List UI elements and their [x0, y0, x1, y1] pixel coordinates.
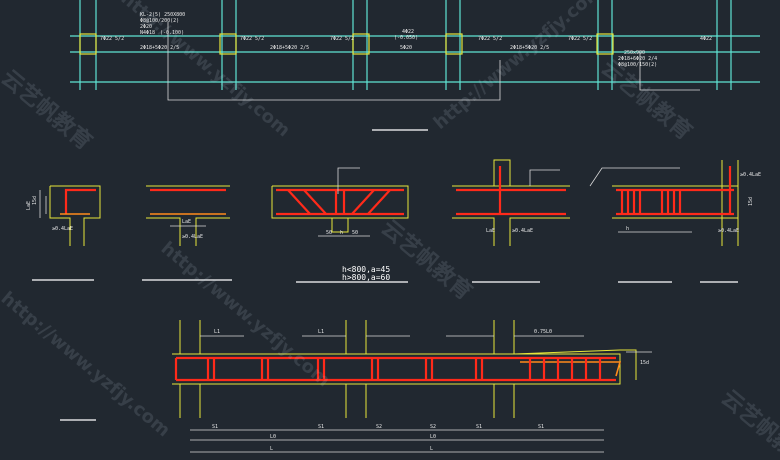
rebar-label: 7Φ22 5/2 [240, 36, 264, 42]
rebar-top [64, 188, 96, 214]
bent-bar [351, 189, 375, 215]
leader-line [167, 22, 501, 101]
column-box [445, 33, 463, 55]
leader-line [639, 52, 700, 91]
rebar-label: 7Φ22 5/2 [100, 36, 124, 42]
dim-label: L0 [270, 434, 276, 440]
watermark: 云艺帆教育 [716, 385, 780, 460]
section-outline [509, 217, 570, 246]
rebar-cantilever [520, 361, 622, 377]
section-outline [146, 217, 181, 246]
beam-label: 2Φ18+6Φ20 2/4 [618, 56, 657, 62]
dim-label: S1 [476, 424, 482, 430]
bent-bar [287, 189, 311, 215]
column-box [352, 33, 370, 55]
dim-label: S2 [430, 424, 436, 430]
beam-label: Φ8@100/150(2) [618, 62, 657, 68]
dim-label: S1 [318, 424, 324, 430]
section-outline [195, 217, 230, 246]
dim-label: L1 [214, 329, 220, 335]
dim-label: ≥0.4LaE [718, 228, 739, 234]
watermark: http://www.yzfjy.com [430, 0, 607, 134]
elevation-label: (-0.050) [394, 35, 418, 41]
angle-note-1: h<800,a=45 [342, 265, 390, 274]
dim-label: L1 [318, 329, 324, 335]
rebar-label: 4Φ22 [402, 29, 414, 35]
angle-note-2: h>800,a=60 [342, 273, 390, 282]
beam-label: Φ8@100/200(2) [140, 18, 179, 24]
section-detail-4: LaE ≥0.4LaE [452, 159, 570, 283]
beam-label: 250x900 [624, 50, 645, 56]
section-outline [49, 186, 71, 246]
top-plan-view: KL-2(5) 250X800 Φ8@100/200(2) 2Φ20 N4Φ18… [70, 0, 760, 131]
rebar-label: 7Φ22 5/2 [568, 36, 592, 42]
bent-bar [303, 189, 327, 215]
cantilever-outline [513, 349, 637, 380]
rebar-label: 2Φ18+5Φ20 2/5 [510, 45, 549, 51]
section-outline [452, 217, 495, 246]
column-box [596, 33, 614, 55]
beam-label: KL-2(5) 250X800 [140, 12, 185, 18]
dim-label: L [430, 446, 433, 452]
rebar-label: 7Φ22 5/2 [330, 36, 354, 42]
watermark: http://www.yzfjy.com [117, 0, 294, 141]
watermark: http://www.yzfjy.com [157, 238, 334, 391]
beam-label: N4Φ18 [140, 30, 155, 36]
column-box [79, 33, 97, 55]
dim-label: 15d [32, 196, 38, 205]
dim-label: S1 [538, 424, 544, 430]
section-detail-1: LaE 15d ≥0.4LaE [26, 185, 101, 281]
dim-label: LaE [182, 219, 191, 225]
leader-line [529, 169, 560, 186]
dim-label: ≥0.4LaE [512, 228, 533, 234]
dim-label: ≥0.4LaE [52, 226, 73, 232]
rebar-label: 4Φ22 [700, 36, 712, 42]
rebar-label: 5Φ20 [400, 45, 412, 51]
section-outline [271, 185, 409, 219]
section-outline [50, 185, 101, 246]
dim-label: L0 [430, 434, 436, 440]
watermark: 云艺帆教育 [376, 215, 477, 306]
rebar-label: 7Φ22 5/2 [478, 36, 502, 42]
beam-label: (-0.100) [160, 30, 184, 36]
rebar-label: 2Φ18+5Φ20 2/5 [270, 45, 309, 51]
dim-label: ≥0.4LaE [740, 172, 761, 178]
dim-label: 50 [352, 230, 358, 236]
dim-label: ≥0.4LaE [182, 234, 203, 240]
leader-line [589, 167, 680, 187]
long-beam-elevation: L1 L1 0.75L0 15d S1 S1 S2 S2 S1 S1 L0 L0… [172, 320, 652, 453]
dim-label: S2 [376, 424, 382, 430]
watermark: 云艺帆教育 [596, 55, 697, 146]
section-detail-3: 50 h 50 h<800,a=45 h>800,a=60 [271, 167, 409, 283]
dim-label: LaE [486, 228, 495, 234]
section-detail-2: LaE ≥0.4LaE [142, 185, 232, 281]
section-detail-5: h ≥0.4LaE ≥0.4LaE 15d [589, 160, 761, 283]
dim-label: h [340, 230, 343, 236]
column-box [219, 33, 237, 55]
dim-label: S1 [212, 424, 218, 430]
beam-outline [172, 353, 621, 385]
dim-label: 15d [748, 197, 754, 206]
dim-label: 15d [640, 360, 649, 366]
beam-label: 2Φ20 [140, 24, 152, 30]
dim-label: h [626, 226, 629, 232]
dim-label: 50 [326, 230, 332, 236]
dim-label: L [270, 446, 273, 452]
section-outline [493, 159, 511, 186]
rebar-label: 2Φ18+5Φ20 2/5 [140, 45, 179, 51]
watermark: http://www.yzfjy.com [0, 288, 174, 441]
section-outline [331, 218, 349, 233]
dim-label: LaE [26, 201, 32, 210]
leader-line [337, 167, 360, 194]
dim-label: 0.75L0 [534, 329, 552, 335]
bent-bar [367, 189, 391, 215]
watermark: 云艺帆教育 [0, 65, 97, 156]
